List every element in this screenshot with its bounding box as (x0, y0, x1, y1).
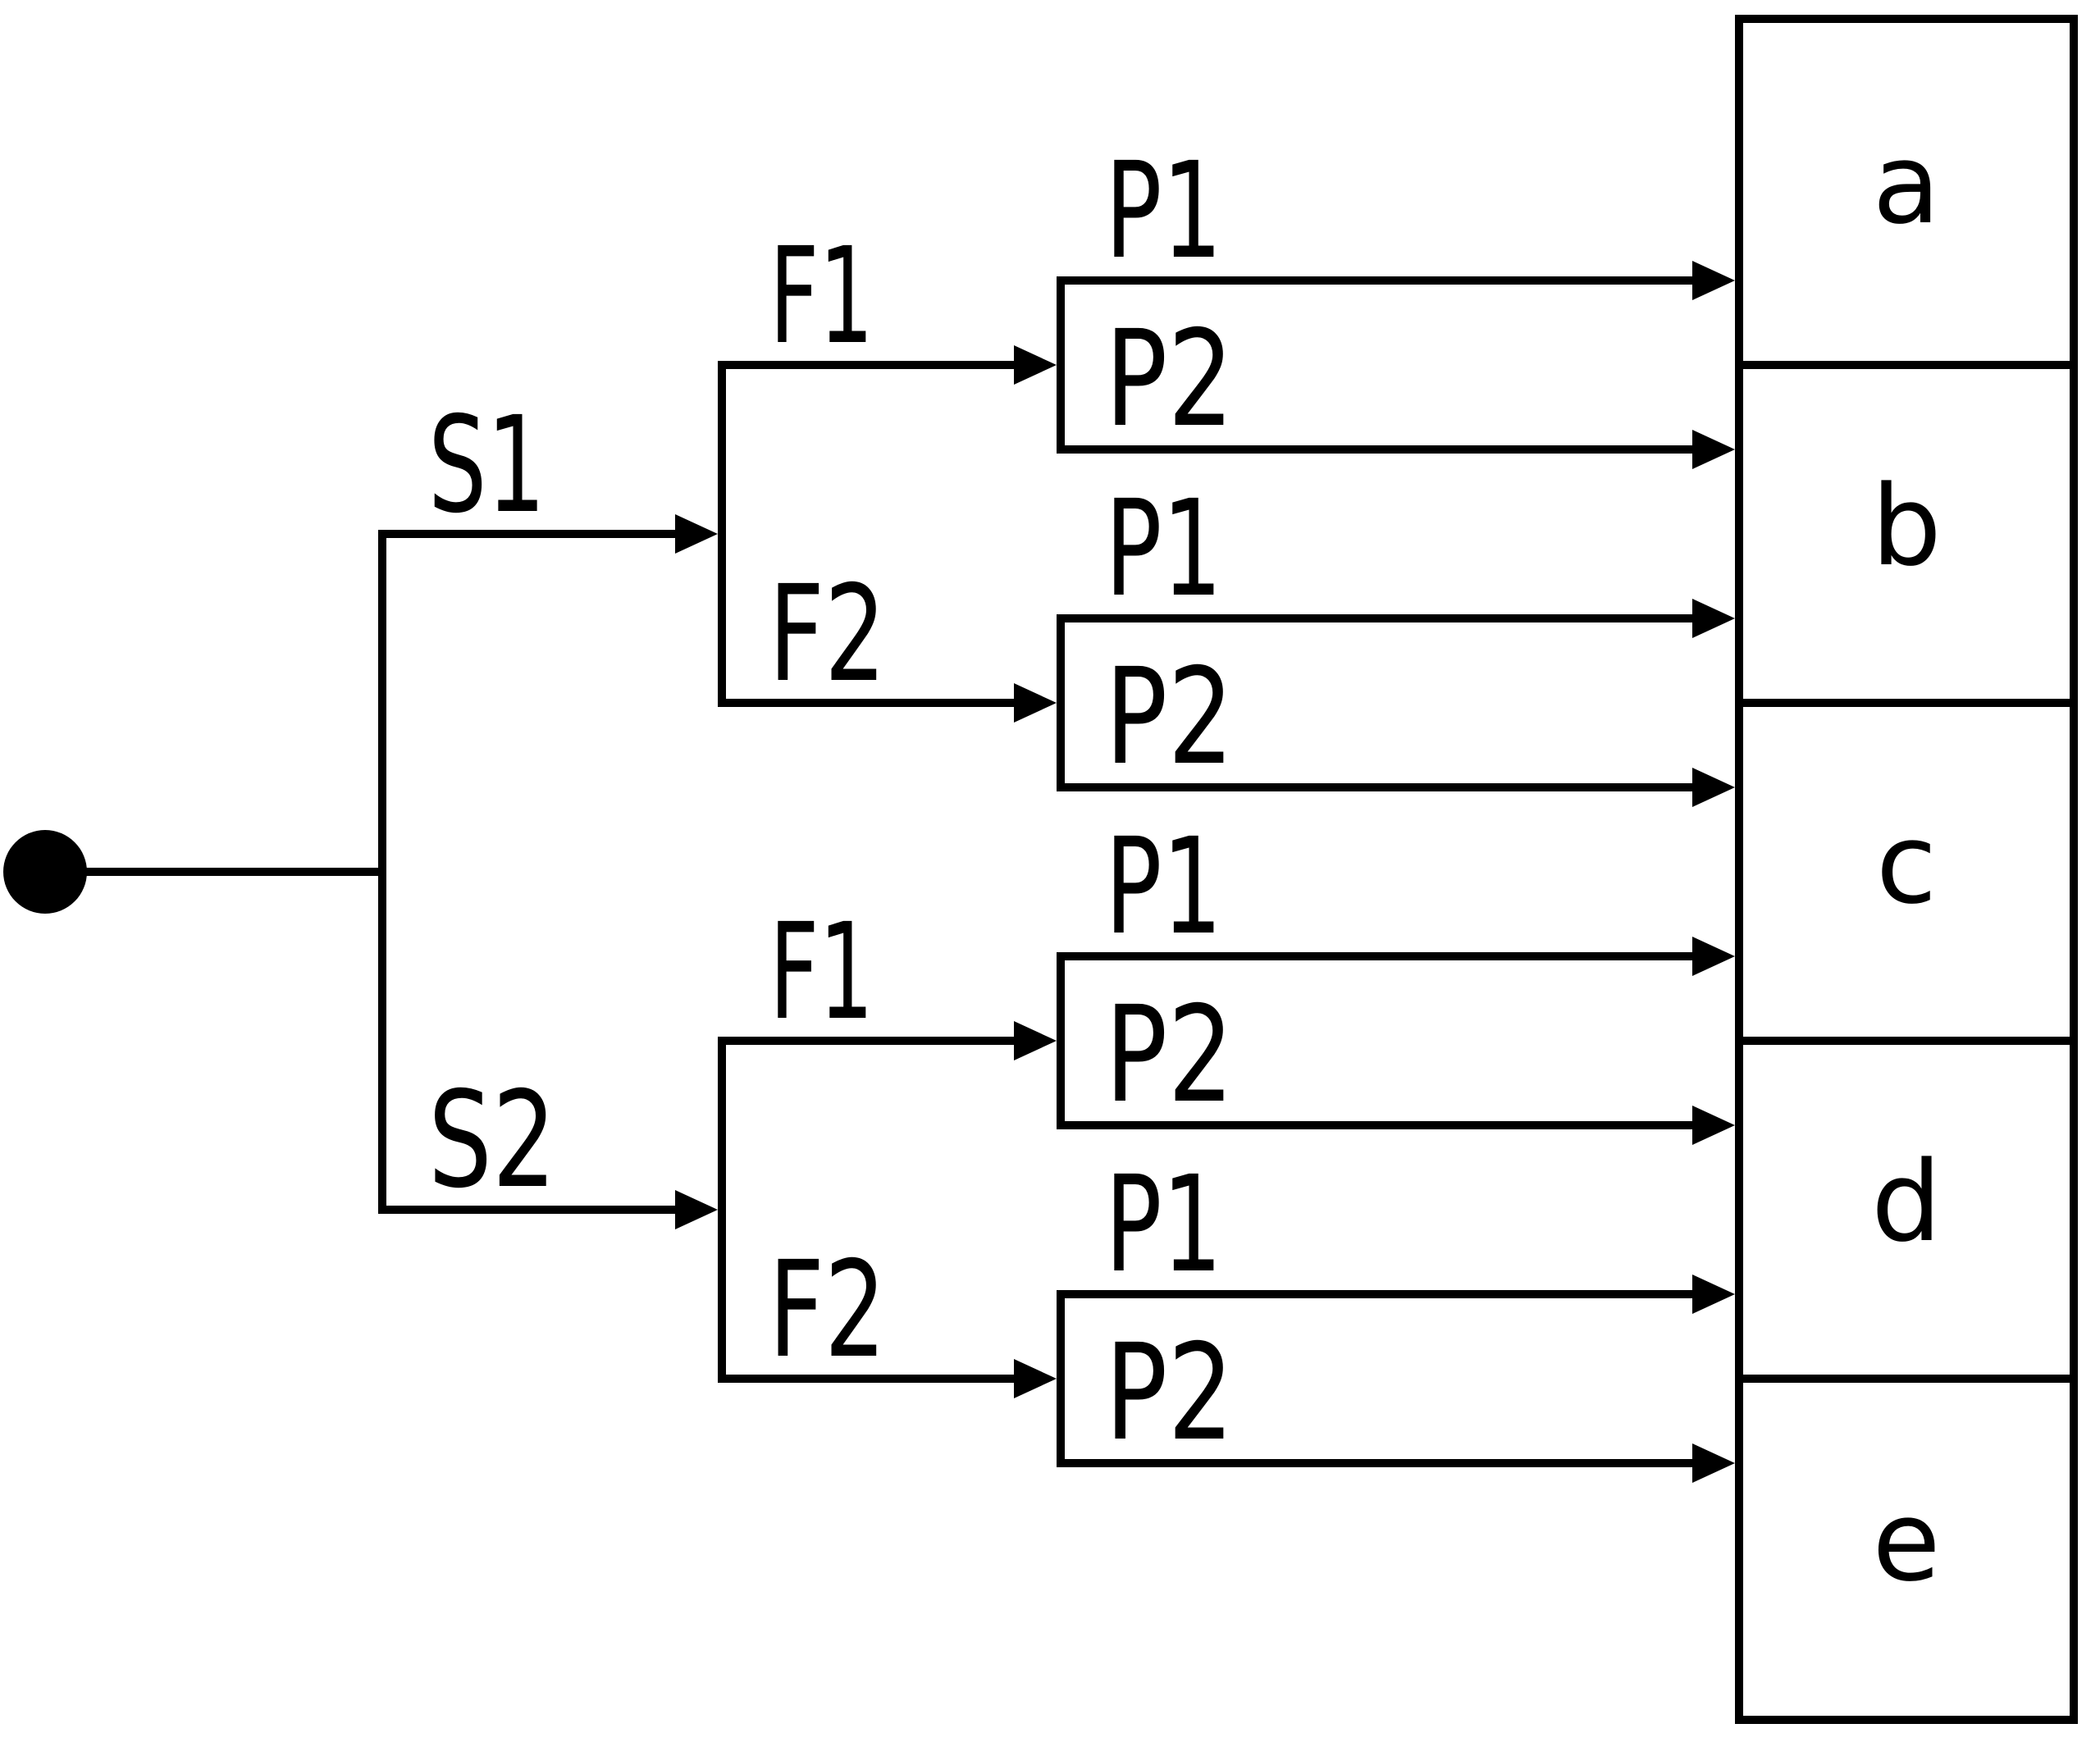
s2-f2-arrowhead-icon (1014, 1359, 1057, 1398)
s1-f2-p2-label: P2 (1105, 641, 1234, 795)
s2-f2-label: F2 (769, 1234, 886, 1388)
s1-arrowhead-icon (675, 514, 718, 554)
response-label-c: c (1876, 800, 1937, 928)
s2-f2-p1-arrowhead-icon (1692, 1275, 1735, 1314)
s1-f1-p1-label: P1 (1105, 135, 1222, 289)
s1-label: S1 (428, 389, 546, 543)
s2-label: S2 (428, 1064, 556, 1218)
s2-f2-p1-label: P1 (1105, 1148, 1222, 1302)
response-label-b: b (1871, 462, 1942, 591)
s2-arrowhead-icon (675, 1190, 718, 1229)
s1-f1-p1-arrowhead-icon (1692, 261, 1735, 300)
s1-f2-p2-arrowhead-icon (1692, 768, 1735, 807)
s2-f1-p1-label: P1 (1105, 810, 1222, 964)
s1-f2-arrowhead-icon (1014, 683, 1057, 723)
response-label-a: a (1873, 120, 1941, 249)
response-label-d: d (1871, 1138, 1942, 1266)
s1-f2-p1-label: P1 (1105, 472, 1222, 627)
s1-f2-p1-arrowhead-icon (1692, 599, 1735, 638)
s2-f2-p2-label: P2 (1105, 1316, 1234, 1471)
s2-f1-arrowhead-icon (1014, 1021, 1057, 1060)
s1-f1-arrowhead-icon (1014, 345, 1057, 385)
response-box-e (1735, 1375, 2078, 1724)
s1-f1-label: F1 (769, 220, 874, 374)
s1-f2-label: F2 (769, 558, 886, 712)
s2-f2-p2-arrowhead-icon (1692, 1443, 1735, 1483)
response-label-e: e (1872, 1477, 1940, 1606)
s1-f1-p2-label: P2 (1105, 303, 1234, 457)
s1-f1-p2-arrowhead-icon (1692, 430, 1735, 469)
s2-f1-p2-arrowhead-icon (1692, 1106, 1735, 1145)
s2-f1-p2-label: P2 (1105, 978, 1234, 1133)
s2-f1-label: F1 (769, 896, 874, 1050)
s2-f1-p1-arrowhead-icon (1692, 937, 1735, 976)
